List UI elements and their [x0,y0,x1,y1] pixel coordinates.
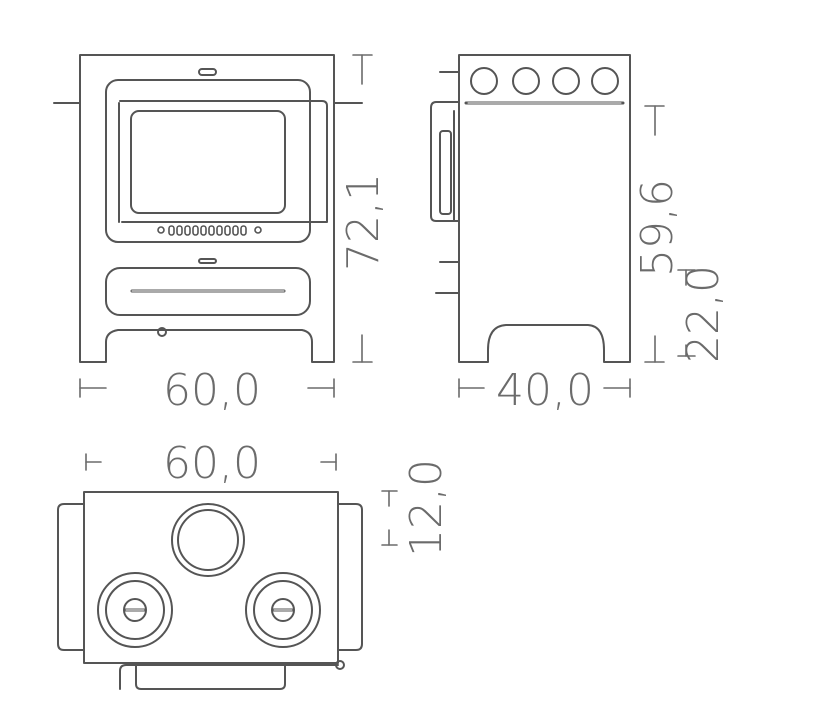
side-depth-label: 40,0 [496,365,594,416]
front-dimension-guides [79,54,373,398]
side-door-handle [430,101,460,222]
side-burner-circle [591,67,619,95]
top-view [57,491,363,690]
top-left-hotplate-inner [105,580,165,640]
top-depth-label: 12,0 [401,459,452,557]
top-front-handle [119,664,339,690]
top-left-hotplate-outer [97,572,173,648]
side-burner-circle [552,67,580,95]
top-flue-inner [177,509,239,571]
side-door-handle-inner-bar [439,130,452,215]
side-top-burner-row [470,67,619,95]
front-air-vent-row [157,225,262,236]
front-width-label: 60,0 [163,365,261,416]
front-height-label: 72,1 [338,173,389,271]
side-dimension-guides [458,105,696,398]
top-dimension-guides [85,453,398,546]
front-view [53,54,363,363]
top-right-handle [337,503,363,651]
front-top-vent-slot [198,68,217,76]
top-front-handle-knob [335,660,345,670]
front-body-outline [79,54,335,363]
top-right-hotplate-outer [245,572,321,648]
side-upper-height-label: 59,6 [632,179,683,277]
front-base-knob [157,327,167,337]
front-ash-drawer [105,267,311,316]
side-burner-circle [512,67,540,95]
top-left-handle [57,503,85,651]
front-door-handle-rail [119,100,328,223]
top-width-label: 60,0 [163,438,261,489]
top-front-handle-bar [135,664,286,690]
top-body-outline [83,491,339,664]
side-lower-height-label: 22,0 [678,265,729,363]
side-view [430,54,631,363]
front-mid-vent-slot [198,258,217,264]
side-body-outline [458,54,631,363]
top-right-hotplate-inner [253,580,313,640]
side-burner-circle [470,67,498,95]
top-flue-outer [171,503,245,577]
front-door-frame [105,79,311,243]
front-glass-window [130,110,286,214]
